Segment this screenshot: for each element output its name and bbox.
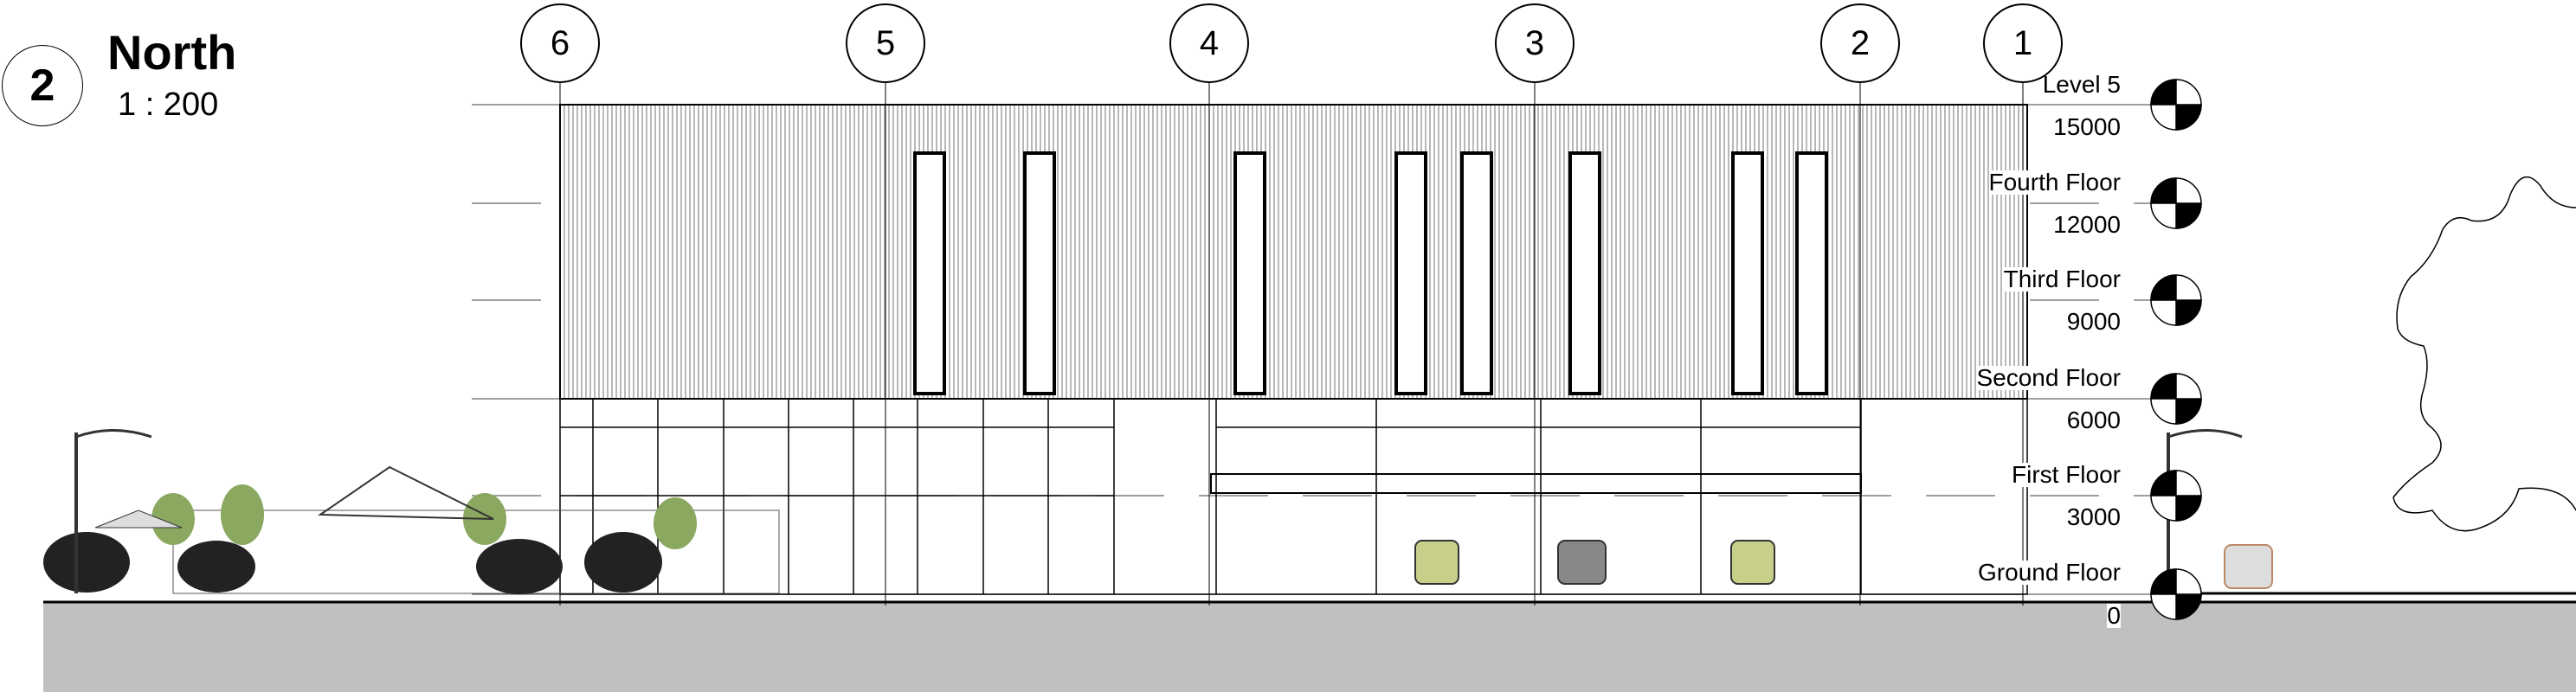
- grid-bubble-5: 5: [846, 3, 925, 83]
- level-elevation: 15000: [2053, 113, 2121, 140]
- landscaping: [43, 429, 2243, 594]
- level-name: Level 5: [2042, 71, 2121, 98]
- view-scale: 1 : 200: [118, 86, 219, 123]
- level-elevation: 12000: [2053, 211, 2121, 238]
- level-name: Third Floor: [2003, 266, 2121, 292]
- grid-bubble-6: 6: [520, 3, 600, 83]
- grid-lines: [559, 83, 2024, 606]
- level-elevation: 3000: [2066, 503, 2121, 530]
- ground: [43, 602, 2576, 692]
- curtain-wall: [559, 398, 2028, 595]
- windows: [913, 151, 1828, 395]
- cars: [1414, 540, 2273, 589]
- level-name: Fourth Floor: [1988, 169, 2121, 195]
- level-elevation: 6000: [2066, 407, 2121, 433]
- level-elevation: 0: [2107, 602, 2121, 629]
- grid-bubble-3: 3: [1495, 3, 1575, 83]
- level-name: Second Floor: [1976, 364, 2121, 391]
- level-elevation: 9000: [2066, 308, 2121, 335]
- view-number-bubble: 2: [2, 45, 83, 126]
- level-name: Ground Floor: [1978, 559, 2121, 586]
- tree-outline: [2392, 176, 2576, 532]
- level-markers: [2150, 79, 2202, 620]
- level-name: First Floor: [2012, 461, 2121, 488]
- grid-bubble-1: 1: [1983, 3, 2063, 83]
- grid-bubble-4: 4: [1169, 3, 1249, 83]
- grid-bubble-2: 2: [1820, 3, 1900, 83]
- view-title: North: [107, 25, 237, 80]
